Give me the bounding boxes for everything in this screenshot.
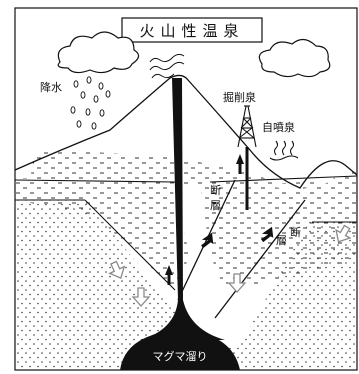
- smoke: [149, 53, 185, 79]
- arrow-up-left: [165, 265, 173, 285]
- diagonal-arrows: [201, 226, 274, 249]
- arrow-down-4: [335, 224, 352, 243]
- title: 火山性温泉: [139, 22, 244, 40]
- up-arrows: [165, 154, 244, 285]
- arrow-up-drill: [236, 154, 244, 174]
- mountain-outline: [14, 74, 358, 189]
- middle-strata-right: [200, 175, 357, 290]
- stratum-lines: [14, 175, 358, 291]
- magma-conduit: [140, 78, 225, 340]
- arrow-diag-1: [201, 232, 214, 249]
- spring-steam-icon: [269, 140, 299, 161]
- arrow-down-3: [227, 273, 247, 293]
- fault-label-1a: 断: [210, 183, 221, 197]
- lower-strata: [15, 200, 357, 370]
- title-box: 火山性温泉: [121, 17, 263, 43]
- magma-chamber: [120, 330, 240, 370]
- fault-label-1b: 層: [210, 199, 221, 212]
- cloud-right: [258, 38, 331, 78]
- fault-label-2a: 断: [290, 225, 301, 239]
- arrow-down-2: [131, 287, 151, 307]
- magma-label: マグマ溜り: [153, 349, 208, 363]
- surface-strata: [30, 150, 357, 190]
- arrow-diag-2: [261, 226, 274, 243]
- arrow-down-1: [108, 260, 126, 280]
- drilling-tower: [237, 105, 257, 148]
- downflow-arrows: [108, 224, 352, 307]
- rain-label: 降水: [40, 80, 62, 94]
- drill-spring-label: 掘削泉: [223, 90, 256, 104]
- cloud-left: [57, 31, 140, 74]
- natural-spring-label: 自噴泉: [262, 120, 295, 134]
- fault-label-2b: 層: [276, 234, 287, 247]
- rain-drops: [70, 76, 111, 130]
